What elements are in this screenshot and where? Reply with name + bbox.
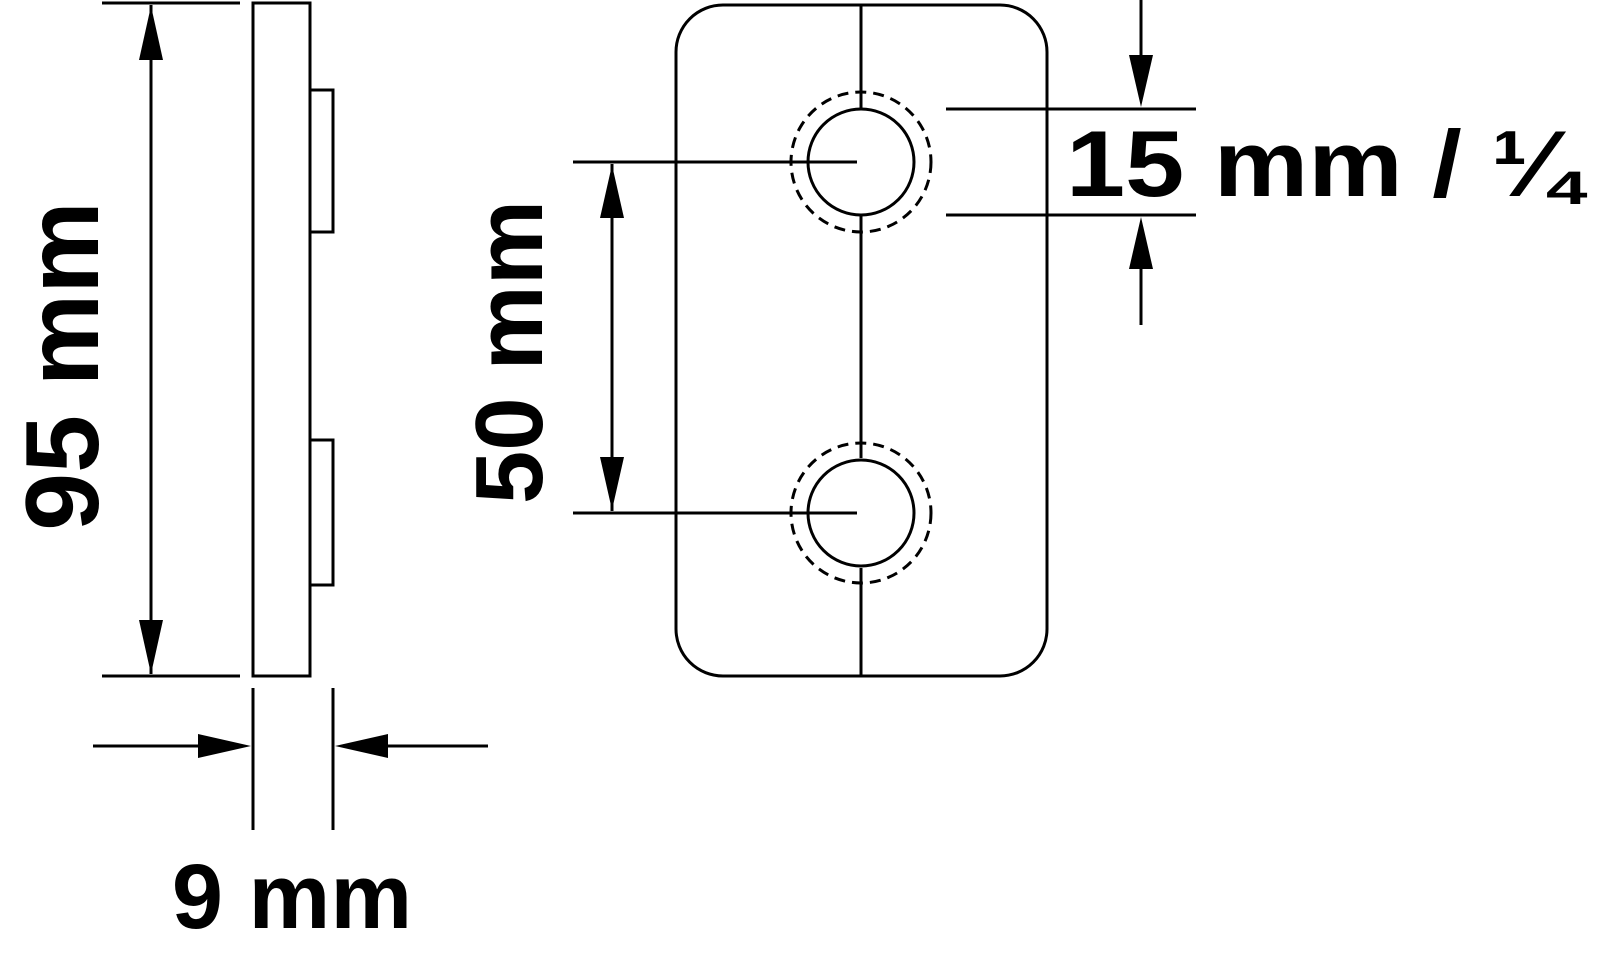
spacing-arrow-bottom	[600, 457, 624, 510]
thickness-dimension: 9 mm	[93, 688, 488, 948]
side-view-upper-tab	[310, 88, 335, 234]
side-view	[251, 1, 335, 678]
thickness-label: 9 mm	[172, 846, 412, 948]
front-view	[674, 3, 1049, 678]
side-view-plate	[251, 1, 312, 678]
hole-diameter-dimension: 15 mm / ¼	[946, 0, 1587, 325]
diameter-arrow-bottom	[1129, 217, 1153, 269]
height-arrow-bottom	[139, 620, 163, 674]
hole-spacing-dimension: 50 mm	[456, 160, 857, 515]
hole-spacing-label: 50 mm	[456, 200, 563, 504]
height-arrow-top	[139, 6, 163, 60]
spacing-arrow-top	[600, 165, 624, 218]
hole-diameter-label: 15 mm / ¼	[1066, 111, 1587, 216]
height-label: 95 mm	[5, 201, 121, 531]
height-dimension: 95 mm	[5, 1, 240, 678]
diameter-arrow-top	[1129, 55, 1153, 107]
side-view-lower-tab	[310, 438, 335, 587]
thickness-arrow-left	[198, 734, 251, 758]
thickness-arrow-right	[335, 734, 388, 758]
